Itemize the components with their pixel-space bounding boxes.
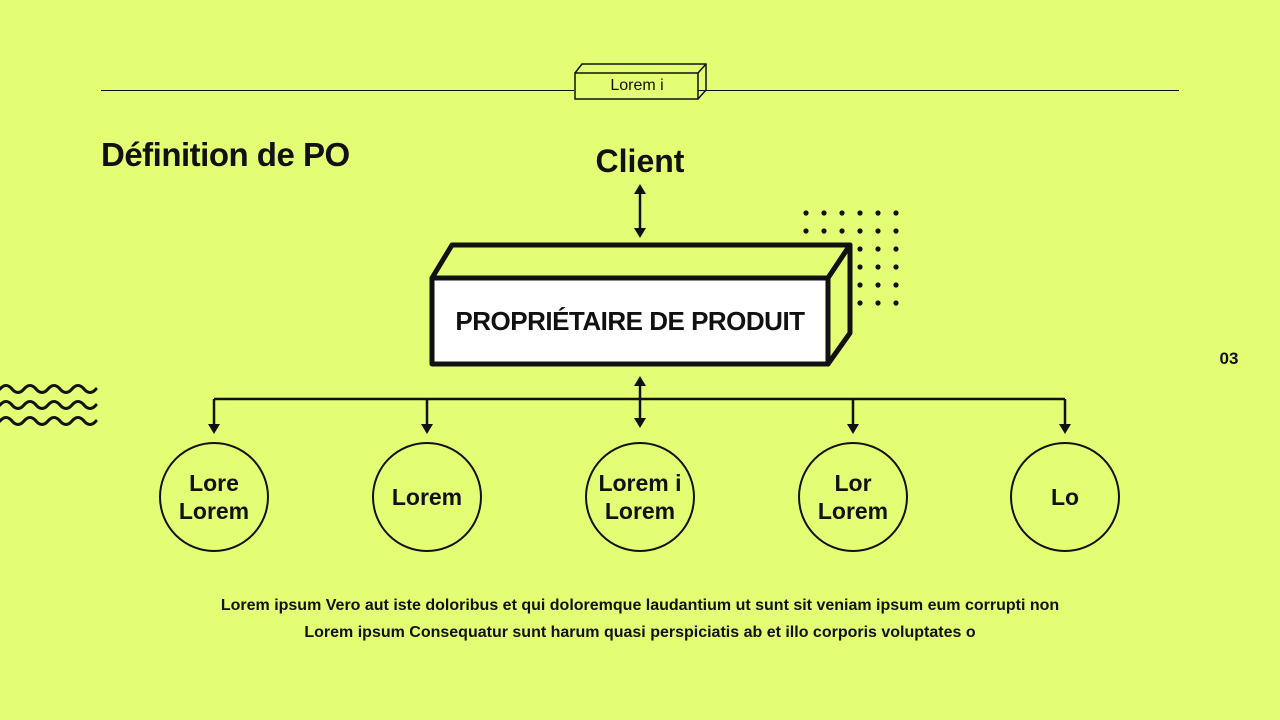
child-node-4: Lor Lorem xyxy=(798,442,908,552)
child-node-label: Lorem i Lorem xyxy=(598,470,682,524)
child-node-label: Lo xyxy=(1050,484,1080,510)
tag-background xyxy=(574,72,698,98)
client-connector-arrow xyxy=(634,184,646,238)
product-owner-label: PROPRIÉTAIRE DE PRODUIT xyxy=(455,305,805,336)
wave-decoration xyxy=(0,384,98,426)
caption-line-1: Lorem ipsum Vero aut iste doloribus et q… xyxy=(220,597,1060,614)
tag-label: Lorem i xyxy=(610,77,664,94)
child-node-label: Lore Lorem xyxy=(178,470,250,524)
child-node-label: Lorem xyxy=(391,484,463,510)
dot-grid-decoration xyxy=(803,210,899,306)
child-node-label: Lor Lorem xyxy=(817,470,889,524)
page-number: 03 xyxy=(1219,349,1239,368)
child-node-1: Lore Lorem xyxy=(159,442,269,552)
child-node-2: Lorem xyxy=(372,442,482,552)
caption-line-2: Lorem ipsum Consequatur sunt harum quasi… xyxy=(304,624,976,641)
page-title: Définition de PO xyxy=(101,136,350,173)
children-connectors xyxy=(208,376,1071,434)
product-owner-box xyxy=(429,242,853,367)
child-node-5: Lo xyxy=(1010,442,1120,552)
client-label: Client xyxy=(595,143,685,179)
child-node-3: Lorem i Lorem xyxy=(585,442,695,552)
